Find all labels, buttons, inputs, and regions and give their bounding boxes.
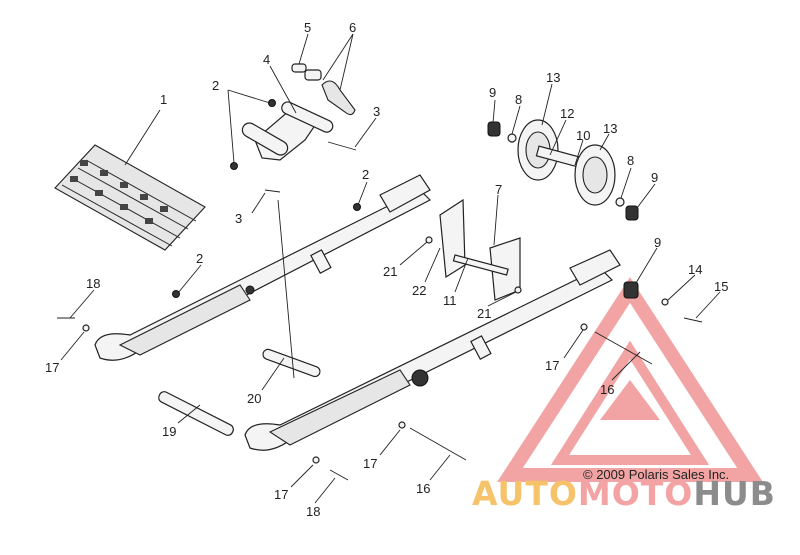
watermark-moto: MOTO	[577, 474, 694, 513]
callout-9: 9	[651, 170, 658, 185]
callout-17: 17	[545, 358, 559, 373]
callout-16: 16	[600, 382, 614, 397]
callout-11: 11	[443, 293, 457, 308]
callout-2: 2	[212, 78, 219, 93]
callout-12: 12	[560, 106, 574, 121]
callout-9: 9	[489, 85, 496, 100]
callout-15: 15	[714, 279, 728, 294]
callout-6: 6	[349, 20, 356, 35]
left-rail-illustration	[94, 174, 432, 361]
callout-8: 8	[515, 92, 522, 107]
callout-2: 2	[196, 251, 203, 266]
callout-2: 2	[362, 167, 369, 182]
callout-17: 17	[363, 456, 377, 471]
callout-18: 18	[86, 276, 100, 291]
pivot-arm-illustration	[230, 63, 357, 193]
callout-19: 19	[162, 424, 176, 439]
callout-9: 9	[654, 235, 661, 250]
callout-20: 20	[247, 391, 261, 406]
callout-16: 16	[416, 481, 430, 496]
copyright-notice: © 2009 Polaris Sales Inc.	[583, 467, 730, 482]
watermark-hub: HUB	[693, 474, 776, 513]
watermark-text: AUTOMOTOHUB	[472, 474, 776, 513]
callout-17: 17	[45, 360, 59, 375]
callout-13: 13	[603, 121, 617, 136]
callout-13: 13	[546, 70, 560, 85]
track-illustration	[54, 144, 206, 251]
callout-22: 22	[412, 283, 426, 298]
watermark-logo	[497, 277, 763, 482]
right-rail-illustration	[244, 249, 621, 451]
callout-21: 21	[477, 306, 491, 321]
callout-1: 1	[160, 92, 167, 107]
callout-4: 4	[263, 52, 270, 67]
callout-8: 8	[627, 153, 634, 168]
callout-17: 17	[274, 487, 288, 502]
callout-18: 18	[306, 504, 320, 519]
leader-lines	[60, 33, 721, 504]
callout-10: 10	[576, 128, 590, 143]
callout-14: 14	[688, 262, 702, 277]
callout-7: 7	[495, 182, 502, 197]
shaft-illustration	[57, 198, 703, 481]
watermark-auto: AUTO	[472, 474, 578, 513]
callout-3: 3	[235, 211, 242, 226]
callout-5: 5	[304, 20, 311, 35]
callout-21: 21	[383, 264, 397, 279]
callout-3: 3	[373, 104, 380, 119]
callouts: 1 2 2 2 3 3 4 5 6 7 8 8 9 9 9 10 11 12 1…	[45, 20, 728, 519]
